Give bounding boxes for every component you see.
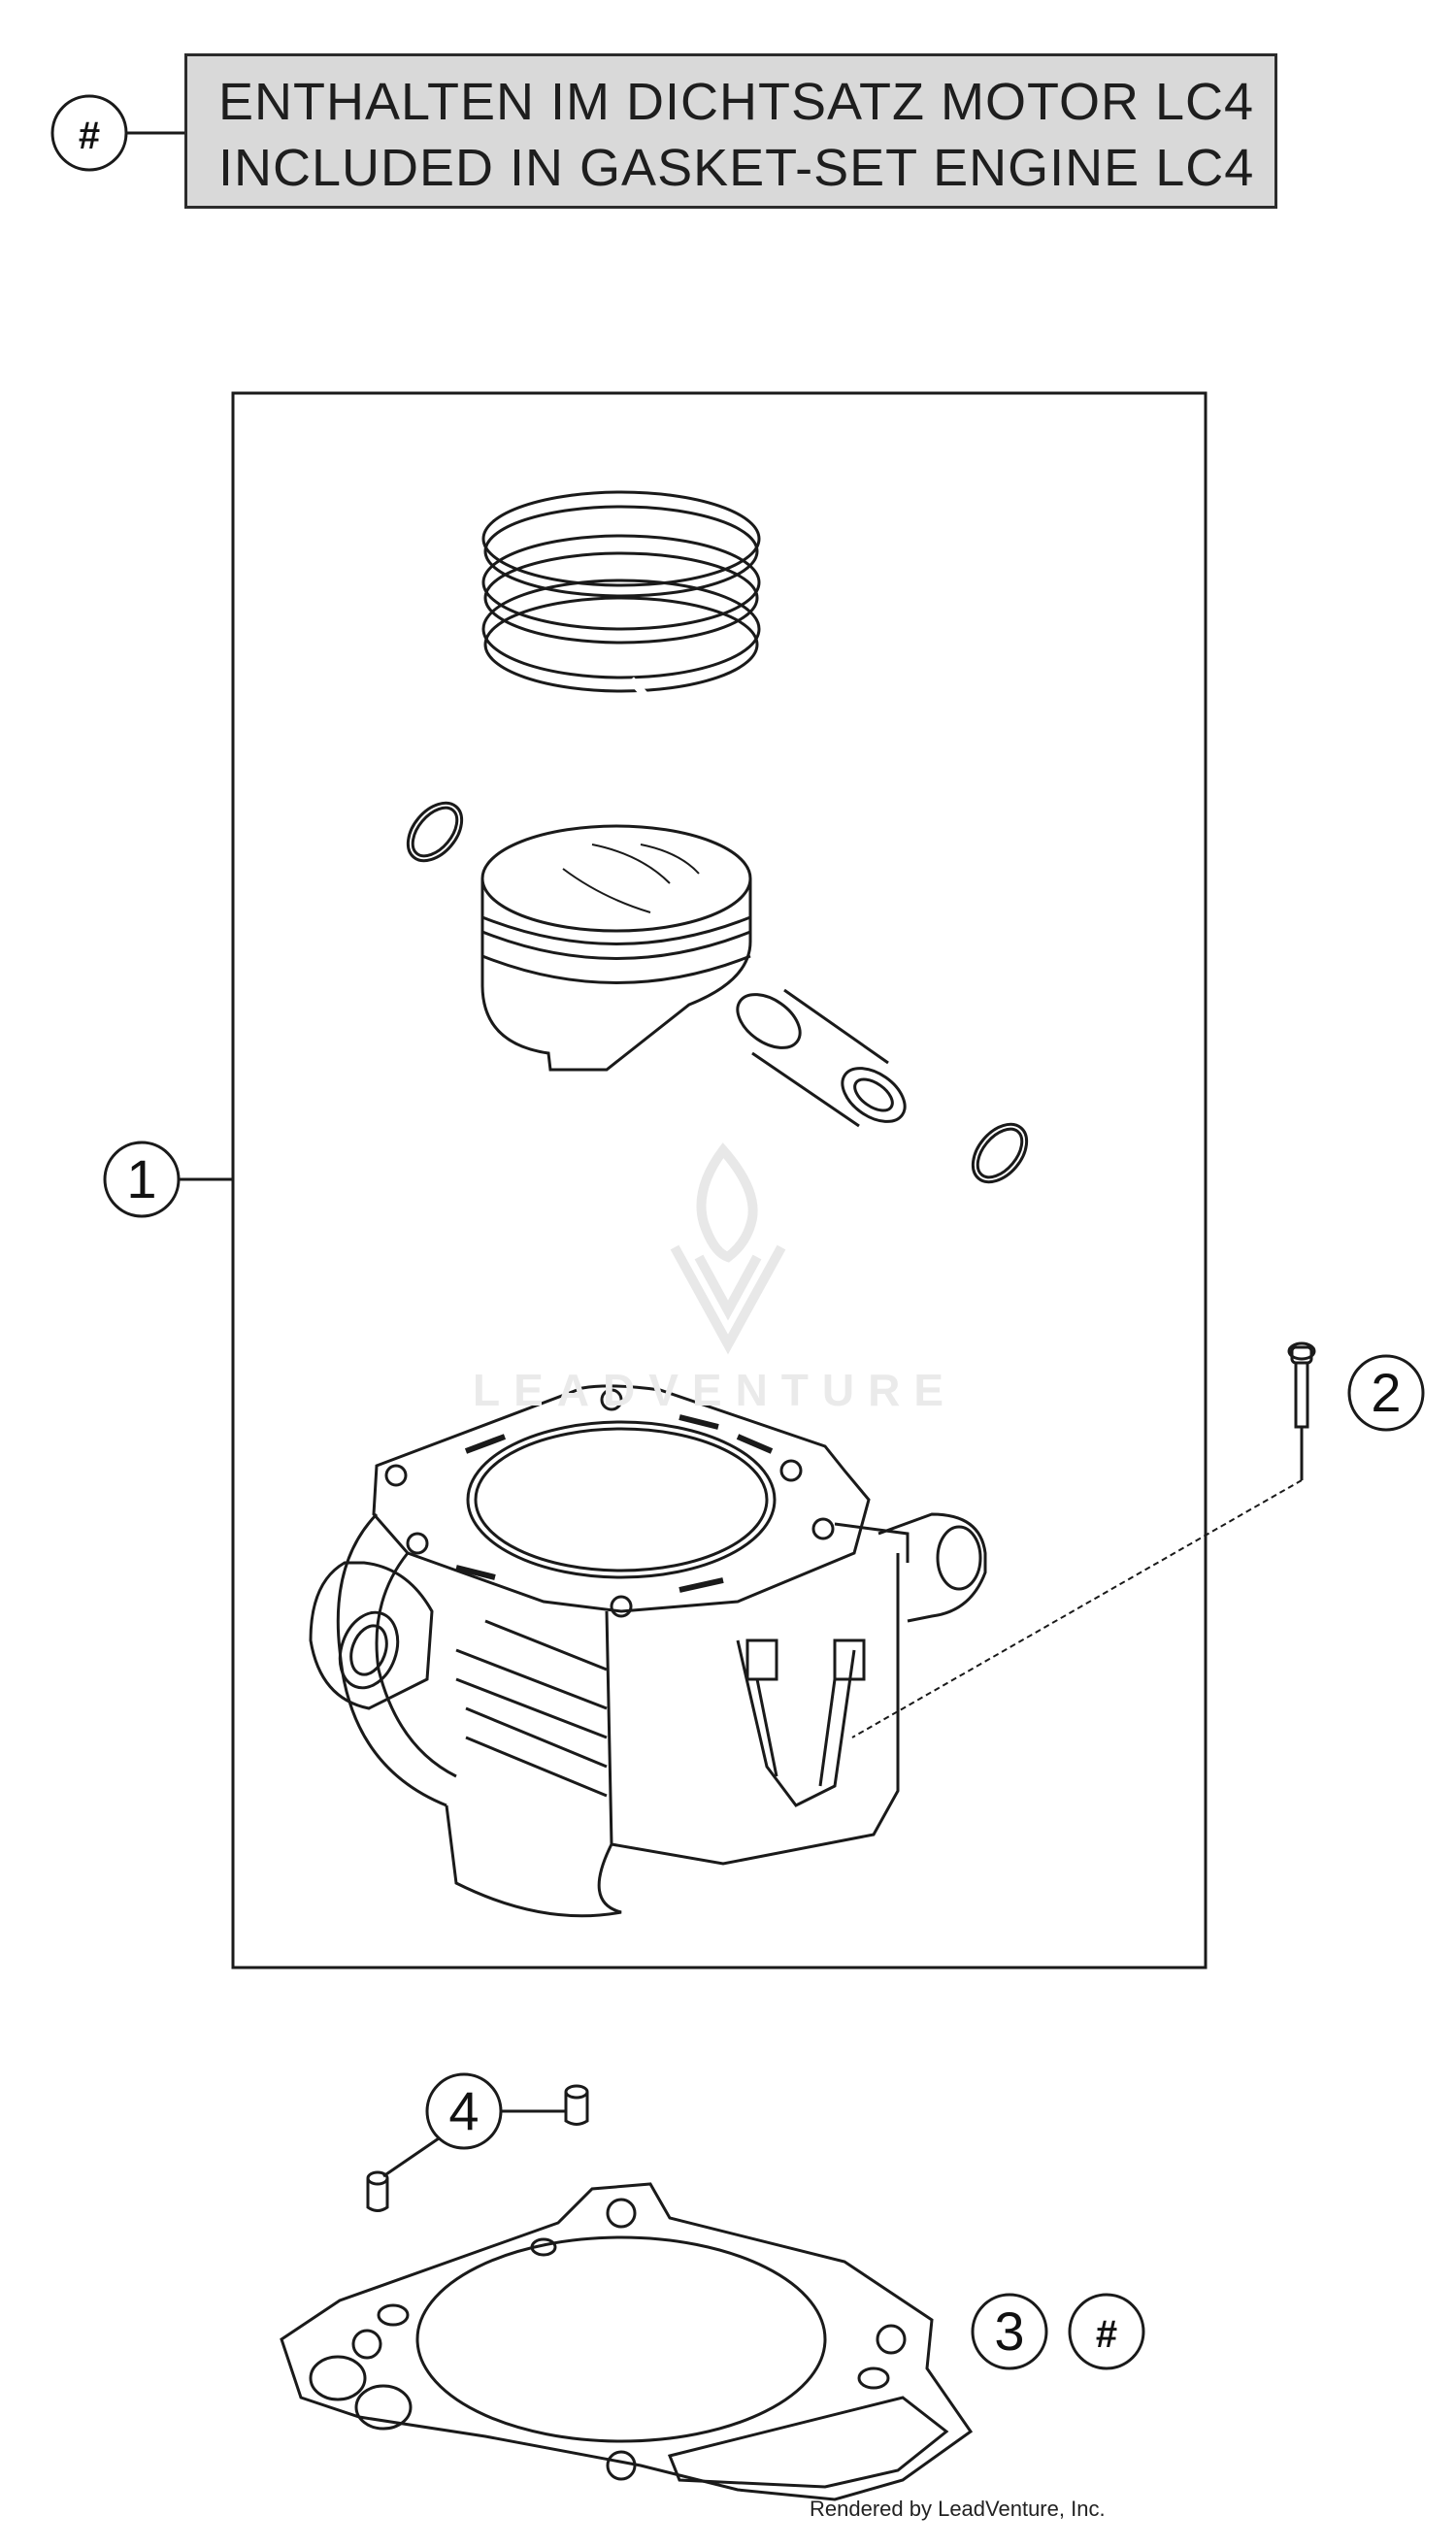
callout-1 — [103, 1141, 233, 1218]
piston-rings — [481, 490, 761, 710]
dowel-pins — [366, 2084, 589, 2212]
callout-1-label: 1 — [126, 1148, 156, 1209]
screw — [851, 1341, 1316, 1738]
render-credit: Rendered by LeadVenture, Inc. — [810, 2497, 1106, 2521]
legend-symbol — [50, 94, 184, 172]
callout-2-label: 2 — [1371, 1362, 1401, 1423]
legend-text-german: ENTHALTEN IM DICHTSATZ MOTOR LC4 — [218, 73, 1255, 131]
watermark-text: LEADVENTURE — [473, 1365, 958, 1415]
cylinder — [309, 1384, 987, 1918]
cylinder-base-gasket — [280, 2182, 974, 2501]
piston-pin-circlip-right — [971, 1122, 1029, 1184]
callout-3 — [971, 2293, 1145, 2370]
legend-text-english: INCLUDED IN GASKET-SET ENGINE LC4 — [218, 139, 1255, 197]
watermark-logo-icon — [670, 1142, 786, 1355]
callout-4-label: 4 — [448, 2080, 479, 2141]
callout-3-gasket-symbol: # — [1096, 2313, 1117, 2356]
callout-3-label: 3 — [994, 2300, 1024, 2362]
callout-2 — [1347, 1354, 1425, 1432]
callout-4 — [382, 2072, 566, 2178]
piston-pin — [736, 988, 907, 1128]
piston — [480, 824, 752, 1072]
piston-pin-circlip-left — [406, 801, 464, 863]
legend-box: ENTHALTEN IM DICHTSATZ MOTOR LC4 INCLUDE… — [184, 53, 1277, 209]
legend-symbol-label: # — [79, 115, 100, 157]
